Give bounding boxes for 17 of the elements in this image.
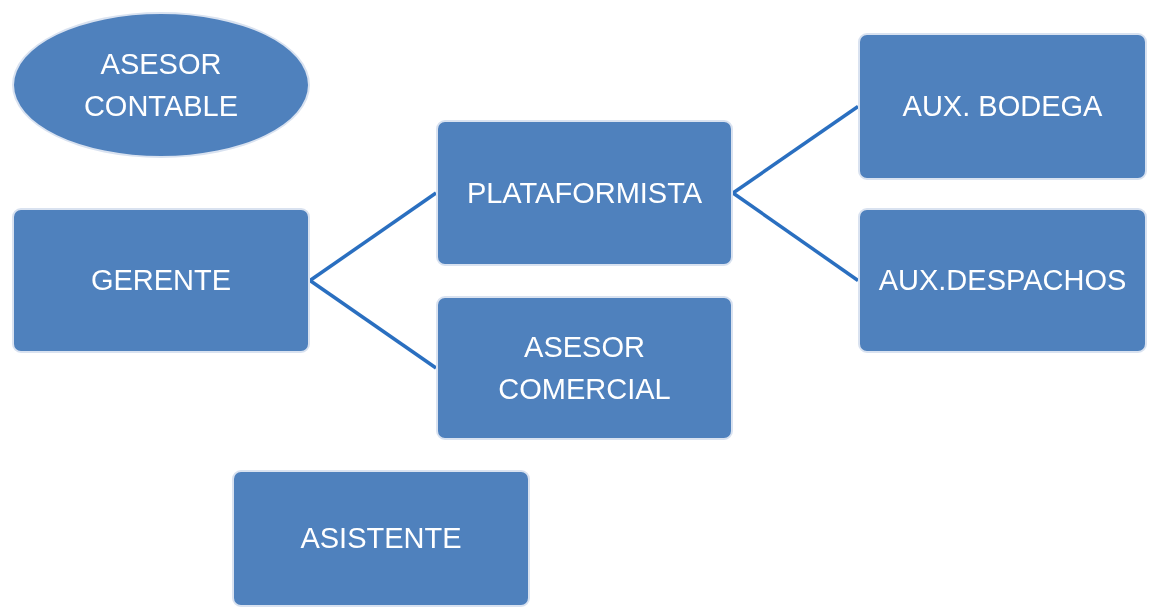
role-box <box>436 120 733 266</box>
connector-line <box>309 279 437 370</box>
role-box <box>858 208 1147 353</box>
role-label: ASISTENTE <box>299 521 463 557</box>
connector-line <box>732 105 859 195</box>
role-box <box>232 470 530 607</box>
connector-line <box>732 191 859 282</box>
role-box <box>436 296 733 440</box>
role-label: GERENTE <box>89 263 233 299</box>
role-box <box>858 33 1147 180</box>
role-label: PLATAFORMISTA <box>465 175 704 211</box>
role-label: ASESOR COMERCIAL <box>497 329 672 407</box>
connector-line <box>309 191 437 282</box>
role-label: AUX.DESPACHOS <box>877 263 1128 299</box>
role-box <box>12 208 310 353</box>
role-label: AUX. BODEGA <box>901 89 1104 125</box>
role-label: ASESOR CONTABLE <box>82 46 240 124</box>
